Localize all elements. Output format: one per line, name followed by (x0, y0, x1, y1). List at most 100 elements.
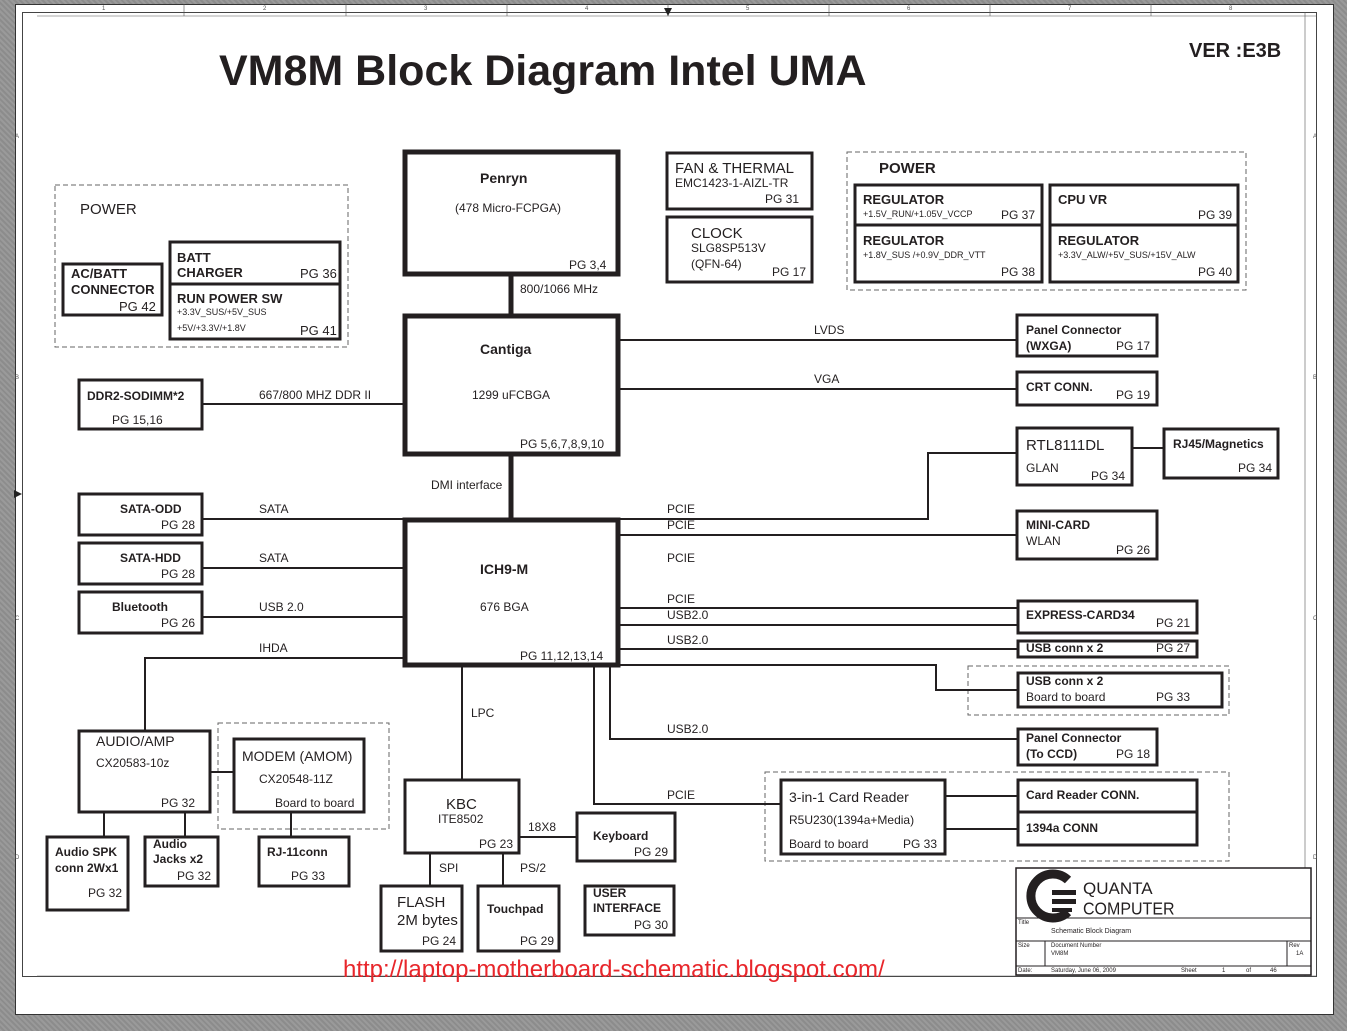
sata-odd-bus: SATA (259, 502, 289, 516)
rev-value: 1A (1296, 951, 1304, 957)
kbc-box (403, 778, 521, 855)
kbc-part: ITE8502 (438, 812, 484, 826)
of-label: of (1246, 968, 1252, 974)
dmi-label: DMI interface (431, 478, 503, 492)
fan-thermal-part: EMC1423-1-AIZL-TR (675, 176, 789, 190)
regulator3-box (1048, 223, 1240, 284)
center-marker-left (14, 490, 22, 498)
ddr2-bus-label: 667/800 MHZ DDR II (259, 388, 372, 402)
kbc-title: KBC (446, 796, 477, 813)
title-value: Schematic Block Diagram (1051, 928, 1132, 935)
run-power-sw-rails2: +5V/+3.3V/+1.8V (177, 323, 246, 333)
power-right-group (846, 151, 1247, 291)
rj11-name: RJ-11conn (267, 845, 328, 859)
ps2-label: PS/2 (520, 861, 547, 875)
northbridge-name: Cantiga (480, 341, 532, 357)
flash-page: PG 24 (422, 934, 457, 948)
express-card-name: EXPRESS-CARD34 (1026, 608, 1135, 622)
grid-row-label: A (15, 134, 20, 140)
keyboard-name: Keyboard (593, 829, 649, 843)
cpu-package: (478 Micro-FCPGA) (455, 201, 562, 215)
lan-name: RTL8111DL (1026, 437, 1105, 454)
rj11-page: PG 33 (291, 869, 326, 883)
touchpad-box (476, 884, 561, 953)
sata-odd-name: SATA-ODD (120, 502, 182, 516)
rtl8111-box (1015, 426, 1134, 487)
run-power-sw-box (168, 282, 342, 341)
southbridge-package: 676 BGA (480, 600, 529, 614)
express-card-box (1016, 599, 1199, 635)
northbridge-page: PG 5,6,7,8,9,10 (520, 437, 605, 451)
ddr2-page: PG 15,16 (112, 413, 163, 427)
sata-odd-box (77, 492, 204, 537)
grid-col-label: 4 (585, 6, 589, 12)
page-title: VM8M Block Diagram Intel UMA (219, 47, 867, 95)
audio-jacks-line1: Audio (153, 837, 187, 851)
regulator3-page: PG 40 (1198, 265, 1233, 279)
southbridge-box (402, 517, 621, 668)
fsb-label: 800/1066 MHz (520, 282, 599, 296)
batt-charger-line2: CHARGER (177, 265, 243, 280)
panel-ccd-line1: Panel Connector (1026, 731, 1122, 745)
power-left-label: POWER (80, 201, 137, 218)
audio-spk-line1: Audio SPK (55, 845, 117, 859)
date-value: Saturday, June 06, 2009 (1051, 968, 1116, 974)
pcie-card-reader-wire (593, 665, 781, 805)
clock-page: PG 17 (772, 265, 807, 279)
crt-page: PG 19 (1116, 388, 1151, 402)
version-label: VER :E3B (1189, 40, 1282, 62)
user-interface-line1: USER (593, 886, 627, 900)
pcie-lan-label: PCIE (667, 502, 696, 516)
run-power-sw-rails1: +3.3V_SUS/+5V_SUS (177, 307, 267, 317)
rev-label: Rev (1289, 943, 1300, 949)
sata-hdd-name: SATA-HDD (120, 551, 181, 565)
kbc-page: PG 23 (479, 837, 514, 851)
batt-charger-line1: BATT (177, 250, 211, 265)
clock-title: CLOCK (691, 225, 743, 242)
audio-amp-part: CX20583-10z (96, 756, 170, 770)
batt-charger-page: PG 36 (300, 266, 337, 281)
crt-name: CRT CONN. (1026, 380, 1093, 394)
panel-ccd-page: PG 18 (1116, 747, 1151, 761)
minicard-name: MINI-CARD (1026, 518, 1090, 532)
keyboard-box (575, 811, 677, 863)
usb-conn1-name: USB conn x 2 (1026, 641, 1104, 655)
usb-conn2-wire (618, 664, 1018, 691)
card-reader-sub: Board to board (789, 837, 869, 851)
grid-row-label: B (1313, 375, 1318, 381)
grid-row-label: A (1313, 134, 1318, 140)
clock-package: (QFN-64) (691, 257, 742, 271)
regulator2-box (853, 223, 1044, 284)
flash-line2: 2M bytes (397, 912, 458, 929)
usb-conn-label: USB2.0 (667, 633, 709, 647)
panel-wxga-line1: Panel Connector (1026, 323, 1122, 337)
audio-amp-page: PG 32 (161, 796, 196, 810)
touchpad-page: PG 29 (520, 934, 555, 948)
modem-group (217, 722, 390, 830)
rj11-box (257, 835, 351, 888)
regulator1-page: PG 37 (1001, 208, 1036, 222)
clock-box (665, 215, 814, 284)
grid-col-label: 1 (102, 6, 106, 12)
size-label: Size (1018, 943, 1030, 949)
user-interface-page: PG 30 (634, 918, 669, 932)
regulator2-title: REGULATOR (863, 233, 945, 248)
grid-col-label: 5 (746, 6, 750, 12)
grid-col-label: 3 (424, 6, 428, 12)
rj45-box (1162, 427, 1280, 480)
fan-thermal-box (665, 151, 814, 211)
modem-title: MODEM (AMOM) (242, 748, 353, 764)
date-label: Date: (1018, 968, 1033, 974)
touchpad-name: Touchpad (487, 902, 544, 916)
grid-col-label: 6 (907, 6, 911, 12)
card-reader-part: R5U230(1394a+Media) (789, 813, 915, 827)
pcie-express-label: PCIE (667, 592, 696, 606)
docnum-label: Document Number (1051, 943, 1102, 949)
crt-box (1015, 370, 1159, 407)
fan-thermal-page: PG 31 (765, 192, 800, 206)
conn-1394a-name: 1394a CONN (1026, 821, 1099, 835)
rj45-name: RJ45/Magnetics (1173, 437, 1264, 451)
bluetooth-box (77, 590, 204, 635)
watermark-url-link[interactable]: http://laptop-motherboard-schematic.blog… (343, 956, 885, 983)
lvds-label: LVDS (814, 323, 845, 337)
